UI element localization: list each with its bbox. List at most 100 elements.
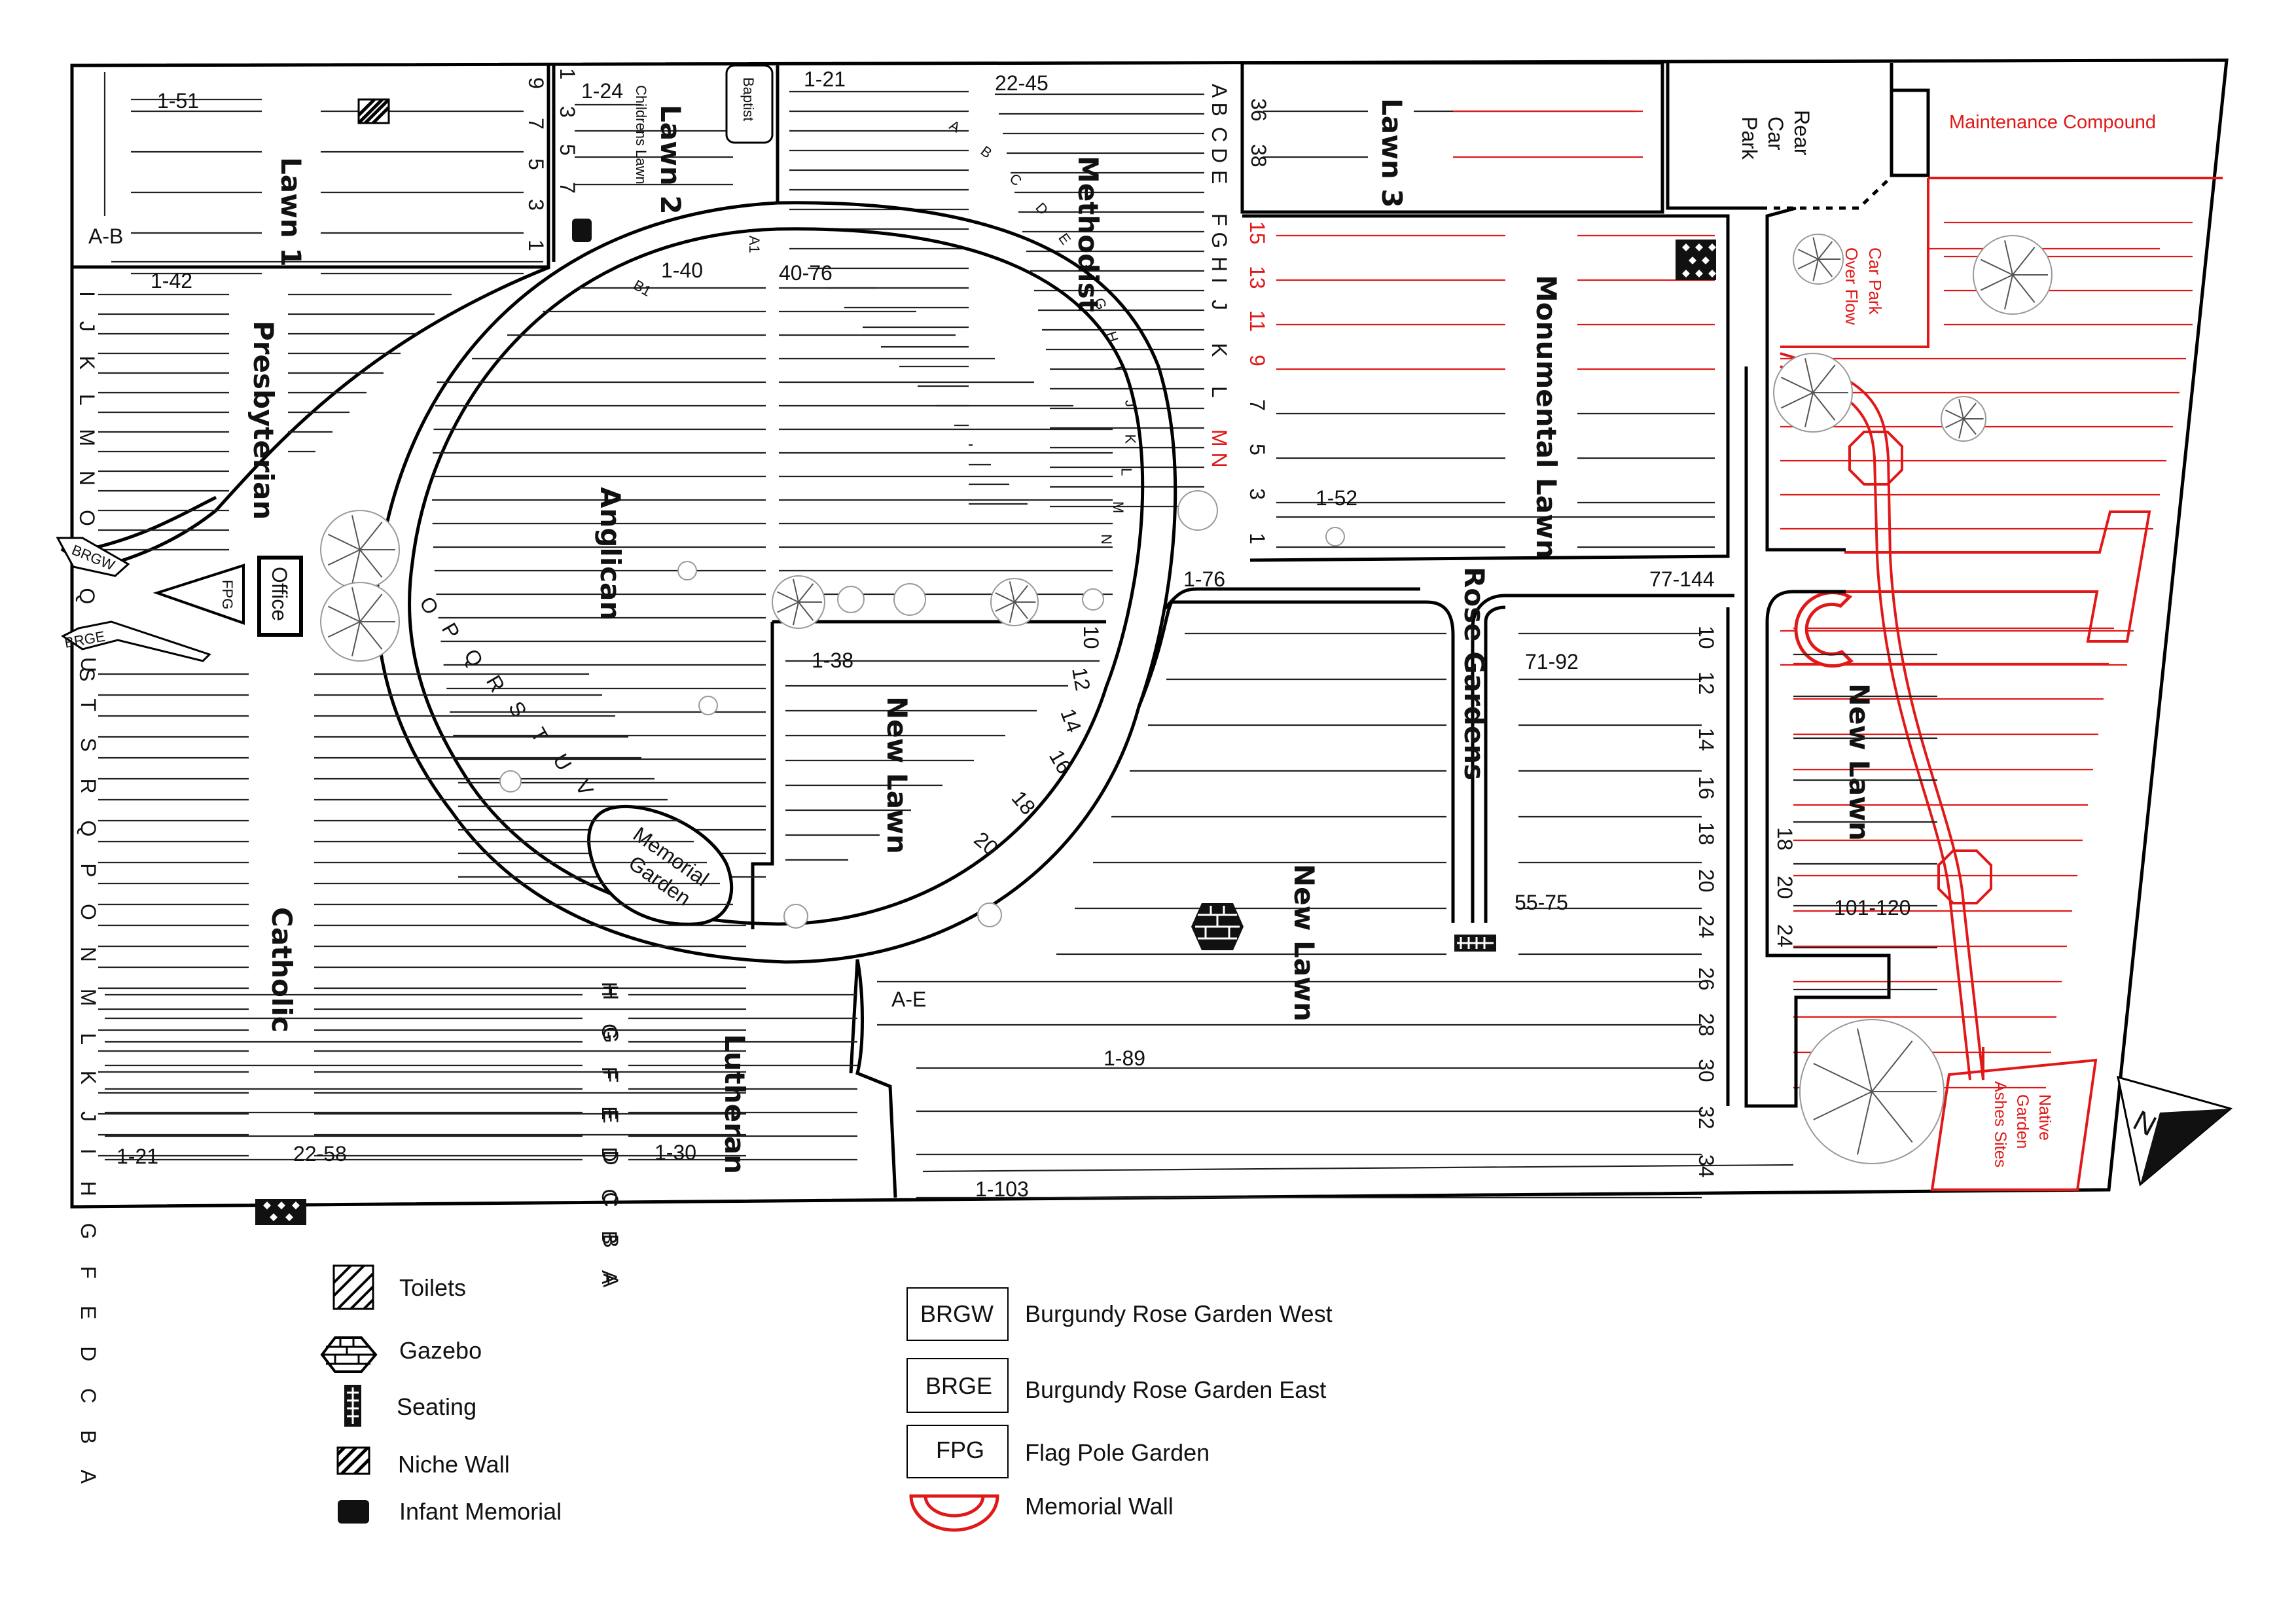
rose-row-label: 12: [1695, 671, 1718, 695]
methodist-range-b: 22-45: [995, 71, 1049, 95]
tree-icon: [698, 696, 718, 715]
angl-range-b: 40-76: [779, 261, 833, 285]
rose-row-label: 26: [1695, 967, 1718, 991]
office-box: [257, 556, 303, 637]
svg-text:Memorial Wall: Memorial Wall: [1025, 1493, 1174, 1520]
anglican-ring: Anglican 1-40 40-76 A1 B1 ABCDEFGHIJKLMN…: [375, 116, 1177, 964]
tree-branch: [1818, 241, 1833, 260]
svg-text:Seating: Seating: [397, 1393, 476, 1420]
anglican-row-label: O: [415, 593, 444, 619]
legend-niche-wall: Niche Wall: [336, 1446, 510, 1478]
svg-text:Flag Pole Garden: Flag Pole Garden: [1025, 1439, 1210, 1466]
svg-text:BRGE: BRGE: [63, 628, 107, 651]
rose-range-a: 1-76: [1183, 567, 1225, 591]
tree-branch: [995, 592, 1015, 603]
childrens-lawn-label: Childrens Lawn: [633, 85, 649, 185]
tree-branch: [1871, 1091, 1913, 1143]
lawn2-block: Lawn 2 Childrens Lawn 1-24 Baptist: [552, 64, 780, 262]
memorial-garden: [587, 805, 734, 926]
lutheran-label: Lutheran: [719, 1034, 751, 1174]
monumental-label: Monumental Lawn: [1530, 275, 1562, 559]
fpg-triangle: [152, 563, 245, 625]
niche-wall-icon: [357, 98, 390, 124]
lawn1-ab: A-B: [88, 224, 123, 248]
lawn1-label: Lawn 1: [275, 157, 307, 267]
lawn3-block: Lawn 3 36 38: [1240, 61, 1664, 214]
office-label: Office: [268, 567, 291, 621]
rose-range-d: 55-75: [1515, 891, 1568, 914]
newlawn-row-label: 18: [1007, 786, 1040, 819]
tree-branch: [1871, 1040, 1913, 1092]
lawn2-row-label: 5: [556, 144, 579, 156]
lawn1-row-label: 7: [524, 118, 548, 130]
tree-branch: [351, 515, 361, 550]
catholic-letters: U T S R Q P O N M L K J I H G F E D C B …: [77, 657, 100, 1494]
rear-label: Rear: [1790, 110, 1814, 156]
svg-text:Burgundy Rose Garden East: Burgundy Rose Garden East: [1025, 1376, 1326, 1403]
native-label-2: Garden: [2013, 1094, 2032, 1149]
lawn1-row-label: 5: [524, 158, 548, 170]
lawn2-row-label: 7: [556, 182, 579, 194]
tree-branch: [2004, 240, 2013, 276]
methodist-range-a: 1-21: [804, 67, 846, 91]
rose-row-label: 10: [1695, 626, 1718, 649]
anglican-row-label: N: [1098, 534, 1115, 544]
tree-branch: [2004, 274, 2013, 310]
catholic-label: Catholic: [266, 907, 298, 1033]
tree-branch: [351, 587, 361, 622]
tree-branch: [1797, 249, 1819, 260]
rose-row-label: 18: [1695, 822, 1718, 846]
tree-branch: [1014, 585, 1028, 603]
svg-text:Infant Memorial: Infant Memorial: [399, 1498, 562, 1525]
bottom-niche-icon: [255, 1199, 306, 1225]
baptist-box: [725, 64, 774, 144]
maintenance-label: Maintenance Compound: [1949, 112, 2156, 133]
legend-seating: Seating: [344, 1385, 476, 1427]
anglican-row-label: P: [437, 619, 465, 643]
rose-row-label: 14: [1695, 728, 1718, 751]
anglican-row-label: K: [1122, 434, 1138, 444]
lawn3-row-38: 38: [1247, 144, 1270, 168]
tree-branch: [2012, 247, 2036, 276]
cath-range-b: 22-58: [293, 1142, 347, 1166]
lawn1-row-label: 1: [524, 240, 548, 251]
native-label-3: Ashes Sites: [1991, 1081, 2009, 1168]
presby-range: 1-42: [151, 269, 192, 293]
tree-branch: [327, 621, 361, 638]
tree-branch: [1804, 392, 1814, 427]
anglican-row-label: A: [946, 116, 963, 135]
east-row-label: 18: [1773, 827, 1797, 851]
east-row-label: 24: [1773, 924, 1797, 948]
overflow-label-2: Over Flow: [1842, 247, 1861, 325]
tree-branch: [798, 601, 814, 621]
angl-range-a: 1-40: [661, 259, 703, 282]
big-new-lawn-label: New Lawn: [1288, 864, 1320, 1022]
tree-branch: [1856, 1091, 1873, 1155]
lawn2-row-label: 1: [556, 68, 579, 80]
mon-row-label: 9: [1246, 355, 1269, 366]
svg-text:BRGW: BRGW: [920, 1300, 994, 1327]
lawn3-row-36: 36: [1247, 98, 1270, 122]
methodist-row-label: J: [1208, 300, 1231, 310]
rose-row-label: 34: [1695, 1154, 1718, 1178]
rose-row-label: 28: [1695, 1013, 1718, 1037]
methodist-row-label: A B: [1208, 84, 1231, 116]
anglican-row-label: L: [1118, 468, 1134, 476]
anglican-row-label: I: [1111, 364, 1128, 371]
anglican-row-label: J: [1122, 399, 1139, 408]
b1-label: B1: [631, 277, 655, 300]
lawn1-row-label: 3: [524, 199, 548, 211]
tree-branch: [1812, 365, 1836, 393]
newlawn-row-label: 12: [1067, 666, 1095, 692]
methodist-row-label: F G: [1208, 213, 1231, 248]
native-label-1: Native: [2036, 1094, 2054, 1141]
east-row-label: 20: [1773, 876, 1797, 899]
lutheran-left: H G F E D C B A: [598, 982, 621, 1294]
legend-memorial-wall: Memorial Wall: [909, 1493, 1174, 1532]
grave-row: [922, 1164, 1794, 1173]
tree-branch: [1780, 392, 1814, 409]
rose-row-label: 32: [1695, 1106, 1718, 1130]
